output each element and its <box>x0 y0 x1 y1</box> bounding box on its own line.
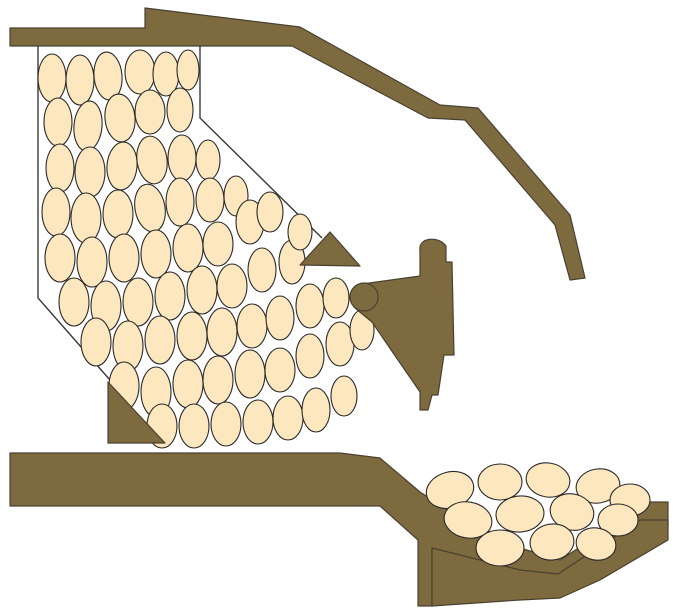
egg <box>46 144 74 192</box>
egg <box>248 248 276 292</box>
egg <box>75 147 105 197</box>
egg <box>141 230 171 278</box>
egg <box>243 400 273 444</box>
egg <box>203 222 233 266</box>
egg <box>266 296 294 340</box>
egg <box>196 178 224 222</box>
egg <box>296 334 324 378</box>
egg <box>273 396 303 440</box>
egg <box>123 278 153 326</box>
egg <box>207 308 237 356</box>
egg <box>103 190 133 238</box>
egg <box>177 50 199 90</box>
egg <box>217 264 247 308</box>
egg <box>203 356 233 404</box>
egg <box>237 304 267 348</box>
egg <box>42 188 70 236</box>
egg <box>296 284 324 328</box>
egg <box>323 278 349 318</box>
egg <box>72 100 104 152</box>
egg <box>265 348 295 392</box>
egg <box>105 141 139 191</box>
egg <box>166 178 194 226</box>
egg <box>476 530 524 566</box>
egg <box>77 237 107 287</box>
egg <box>288 214 312 250</box>
egg <box>196 140 220 180</box>
egg <box>168 135 196 181</box>
egg <box>302 388 330 432</box>
egg <box>167 88 193 132</box>
egg <box>125 50 155 94</box>
egg <box>478 464 522 500</box>
egg <box>134 134 170 186</box>
egg <box>59 278 89 326</box>
egg <box>173 360 203 408</box>
egg <box>135 90 165 134</box>
egg <box>187 266 217 314</box>
egg <box>131 182 169 234</box>
egg <box>235 350 265 398</box>
egg <box>81 318 111 366</box>
egg <box>38 54 66 102</box>
egg <box>173 224 203 272</box>
egg <box>179 404 209 448</box>
egg <box>44 98 72 146</box>
egg <box>145 316 175 364</box>
egg <box>71 193 101 243</box>
egg <box>331 376 357 416</box>
egg <box>211 402 241 446</box>
egg <box>155 272 185 320</box>
egg <box>177 312 207 360</box>
egg <box>45 234 75 282</box>
egg <box>109 234 139 282</box>
egg <box>66 55 94 105</box>
egg <box>257 192 283 232</box>
